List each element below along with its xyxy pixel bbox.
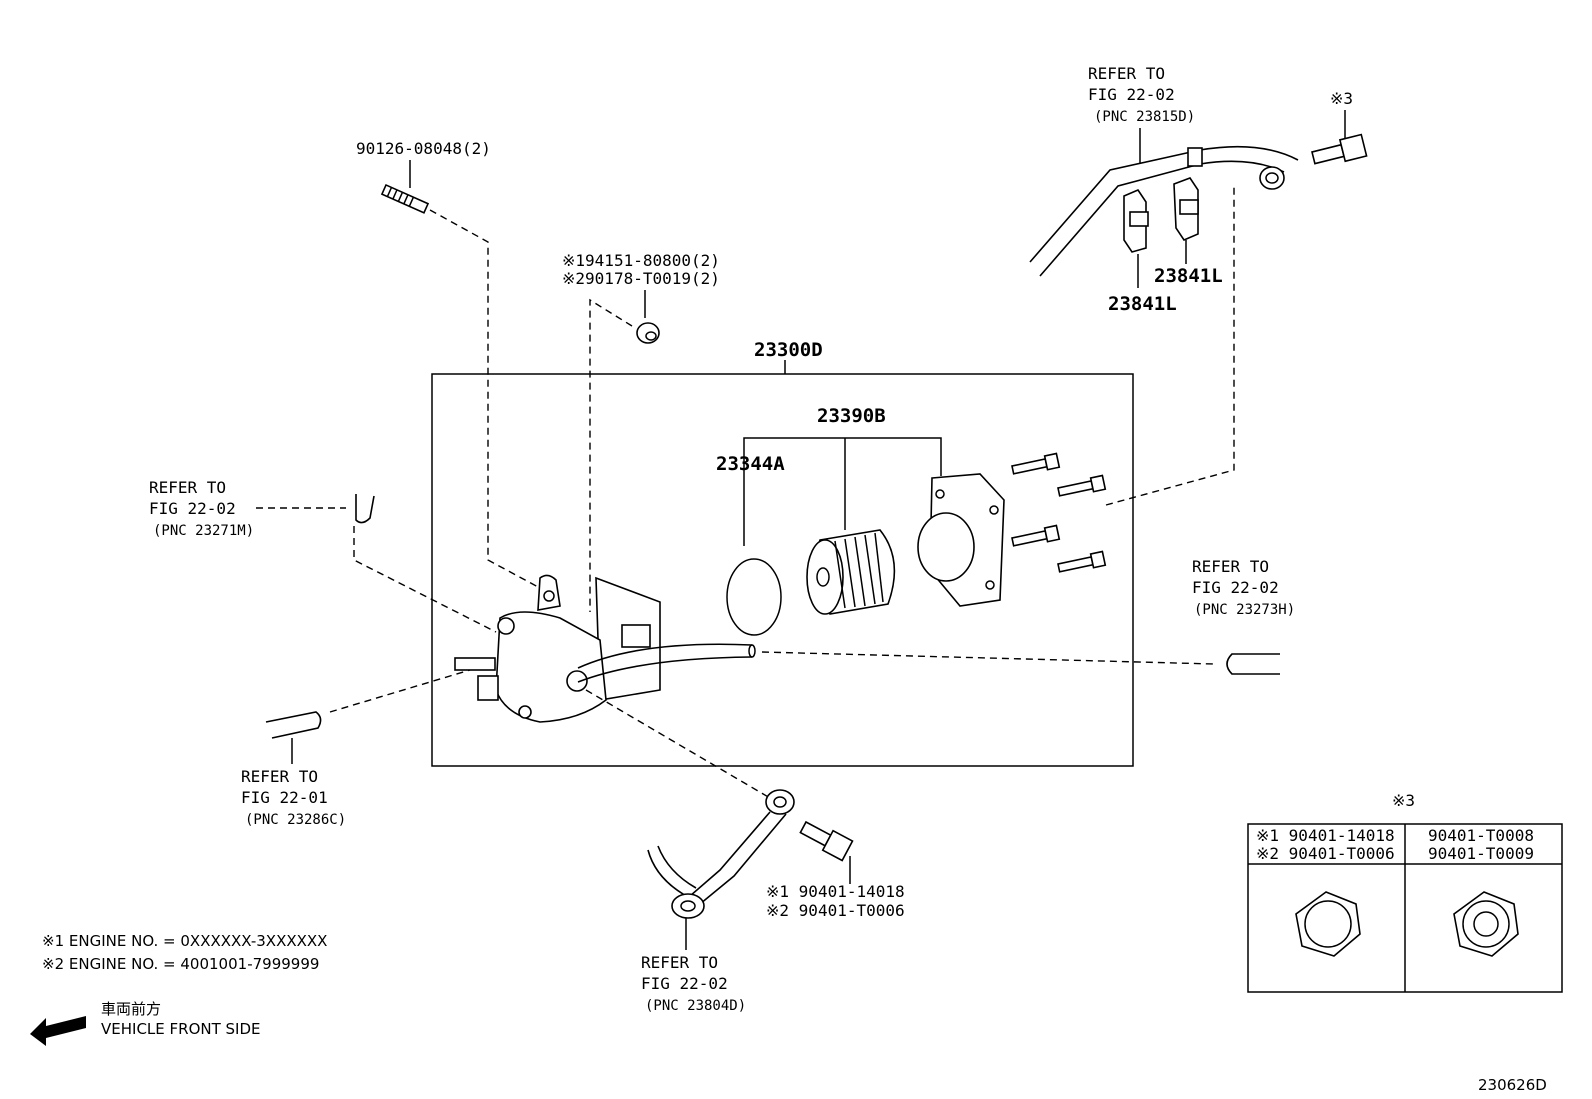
direction-jp: 車両前方 [101,1000,161,1018]
label-nut-line1[interactable]: ※194151-80800(2) [562,251,720,270]
filter-cover-icon [917,473,1005,607]
label-23344A[interactable]: 23344A [716,453,785,475]
table-mark[interactable]: ※3 [1392,791,1415,810]
table-col2-l2[interactable]: 90401-T0009 [1428,844,1534,863]
clamp-icon [1123,177,1199,253]
ref-bm-l1[interactable]: REFER TO [641,953,718,972]
fuel-pump-housing [454,574,661,723]
ref-right-l3[interactable]: (PNC 23273H) [1194,602,1295,618]
hex-bolt-icon [1295,891,1361,957]
label-nut-line2[interactable]: ※290178-T0019(2) [562,269,720,288]
table-col2-l1[interactable]: 90401-T0008 [1428,826,1534,845]
ref-bl-l3[interactable]: (PNC 23286C) [245,812,346,828]
filter-element-icon [806,529,896,615]
label-23300D[interactable]: 23300D [754,339,823,361]
note-engine-1: ※1 ENGINE NO. = 0XXXXXX-3XXXXXX [42,932,327,950]
ref-bl-l1[interactable]: REFER TO [241,767,318,786]
label-23390B[interactable]: 23390B [817,405,886,427]
ref-left-l1[interactable]: REFER TO [149,478,226,497]
direction-en: VEHICLE FRONT SIDE [101,1020,261,1038]
note-engine-2: ※2 ENGINE NO. = 4001001-7999999 [42,955,319,973]
ref-right-l2[interactable]: FIG 22-02 [1192,578,1279,597]
label-23841L-b[interactable]: 23841L [1108,293,1177,315]
union-bolt-bottom-icon [799,820,854,862]
union-bolt-icon [1311,133,1368,165]
label-union-bolt-line1[interactable]: ※1 90401-14018 [766,882,905,901]
ref-right-l1[interactable]: REFER TO [1192,557,1269,576]
cover-bolt-icon [1011,452,1107,573]
ref-left-l2[interactable]: FIG 22-02 [149,499,236,518]
variant-table [1247,823,1563,993]
table-col1-l1[interactable]: ※1 90401-14018 [1256,826,1395,845]
label-ref3-top[interactable]: ※3 [1330,89,1353,108]
ref-top-l2[interactable]: FIG 22-02 [1088,85,1175,104]
label-23841L-a[interactable]: 23841L [1154,265,1223,287]
ref-bl-l2[interactable]: FIG 22-01 [241,788,328,807]
ref-top-l1[interactable]: REFER TO [1088,64,1165,83]
ref-top-l3[interactable]: (PNC 23815D) [1094,109,1195,125]
hose-icon [265,711,322,739]
o-ring-icon [726,558,782,636]
ref-bm-l2[interactable]: FIG 22-02 [641,974,728,993]
table-col1-l2[interactable]: ※2 90401-T0006 [1256,844,1395,863]
stud-bolt-icon [380,183,430,214]
figure-id: 230626D [1478,1076,1547,1094]
label-stud-bolt[interactable]: 90126-08048(2) [356,139,491,158]
hex-nut-icon [1453,891,1519,957]
nut-icon [636,322,660,344]
ref-bm-l3[interactable]: (PNC 23804D) [645,998,746,1014]
front-arrow-icon [30,1016,86,1046]
ref-left-l3[interactable]: (PNC 23271M) [153,523,254,539]
assembly-frame [431,373,1134,767]
label-union-bolt-line2[interactable]: ※2 90401-T0006 [766,901,905,920]
